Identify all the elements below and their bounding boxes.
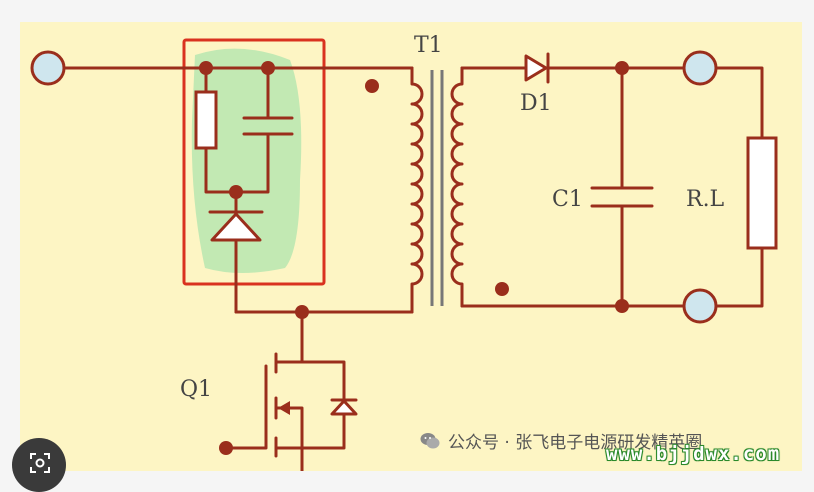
transformer-label: T1 — [414, 33, 443, 58]
junction-dot — [615, 61, 629, 75]
junction-dot — [261, 61, 275, 75]
site-watermark: www.bjjdwx.com — [606, 443, 781, 465]
snubber-highlight-box — [182, 38, 326, 286]
mosfet-arrow — [278, 401, 290, 415]
snubber-circuit-diagram: T1 D1 C1 R.L Q1 — [20, 22, 802, 471]
capacitor-branch-wire — [234, 66, 270, 194]
mosfet-label: Q1 — [180, 377, 212, 402]
watermark: 公众号 · 张飞电子电源研发精英圈 — [420, 428, 702, 453]
snubber-capacitor — [242, 116, 294, 136]
output-terminal-bottom — [682, 288, 718, 324]
mosfet-gate — [228, 364, 268, 450]
lens-button[interactable] — [12, 438, 66, 492]
junction-dot — [615, 299, 629, 313]
snubber-resistor — [194, 90, 218, 150]
output-diode-triangle — [524, 54, 548, 82]
snubber-diode-triangle — [210, 212, 262, 242]
mosfet-drain-wire — [274, 310, 346, 471]
output-diode-label: D1 — [520, 91, 552, 116]
output-terminal-top — [682, 50, 718, 86]
primary-polarity-dot — [365, 79, 379, 93]
input-terminal — [30, 50, 66, 86]
watermark-text: 公众号 · 张飞电子电源研发精英圈 — [448, 433, 703, 453]
load-resistor-label: R.L — [686, 187, 725, 212]
wechat-icon — [420, 432, 440, 450]
load-wire — [714, 66, 764, 308]
load-resistor — [746, 136, 778, 250]
secondary-polarity-dot — [495, 282, 509, 296]
body-diode-triangle — [330, 399, 358, 416]
output-capacitor — [590, 186, 654, 208]
primary-winding — [410, 66, 424, 314]
lens-icon — [30, 453, 50, 473]
secondary-winding — [450, 66, 464, 308]
output-capacitor-label: C1 — [552, 187, 583, 212]
transformer-core — [430, 70, 444, 306]
gate-terminal-dot — [219, 441, 233, 455]
junction-dot — [229, 185, 243, 199]
junction-dot — [199, 61, 213, 75]
diagram-panel — [20, 22, 802, 471]
snubber-glow — [191, 48, 302, 273]
